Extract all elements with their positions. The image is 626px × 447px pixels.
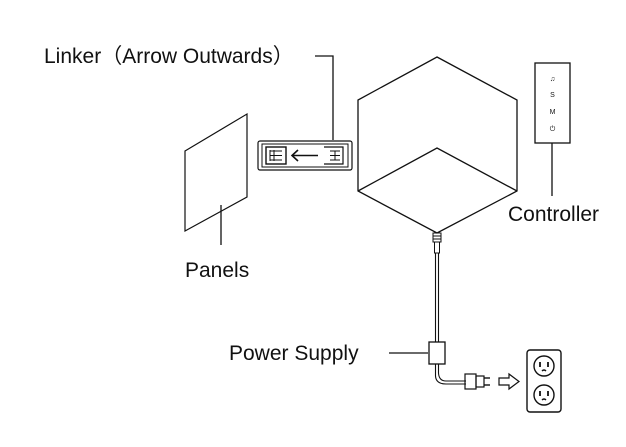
controller-button-power: ⏻: [550, 125, 556, 133]
panel-icon: [184, 112, 248, 233]
label-power-supply: Power Supply: [229, 342, 359, 365]
label-panels: Panels: [185, 259, 249, 282]
label-controller: Controller: [508, 203, 599, 226]
wall-outlet-icon: [526, 349, 562, 413]
plug-icon: [464, 373, 490, 390]
linker-icon: [257, 140, 353, 171]
controller-button-m: M: [550, 109, 556, 116]
arrow-right-icon: [498, 372, 520, 391]
controller-button-s: S: [550, 92, 555, 99]
cube-icon: [357, 56, 518, 234]
controller-icon: ♫ S M ⏻: [534, 62, 571, 144]
linker-leader-line: [315, 55, 334, 140]
controller-button-music: ♫: [550, 76, 555, 83]
cable: [432, 232, 466, 385]
power-supply-icon: [428, 341, 446, 365]
label-linker: Linker（Arrow Outwards）: [44, 45, 294, 68]
